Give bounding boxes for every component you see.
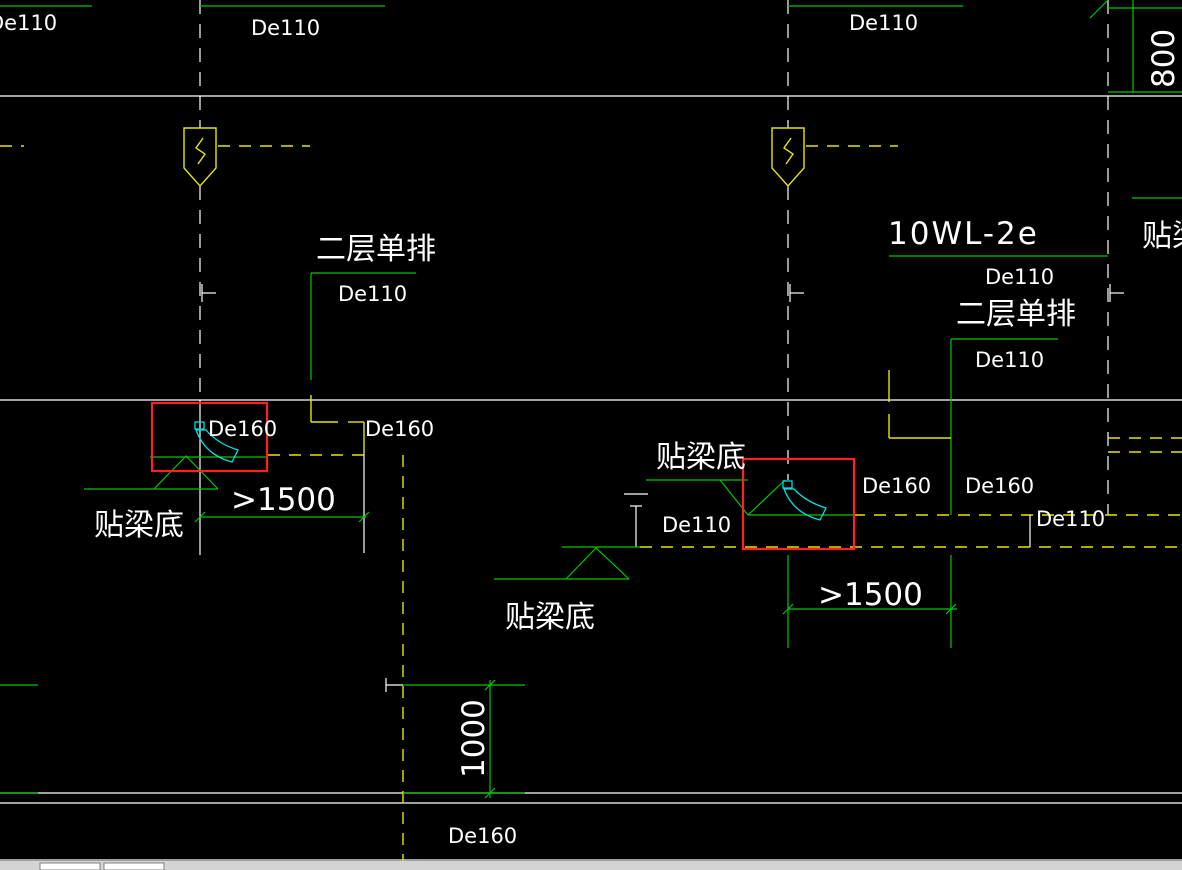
dim-1000: [0, 678, 525, 799]
beam-symbol-mid: [494, 479, 853, 580]
dim-left-1500: [194, 511, 370, 523]
label-de110-mid: De110: [662, 513, 731, 537]
label-dim-gt1500-right: >1500: [818, 577, 923, 613]
highlight-box-left[interactable]: [150, 401, 269, 473]
pipe-vertical-left: [199, 0, 216, 555]
branch-right: [640, 338, 1182, 548]
dim-right-1500: [782, 555, 957, 648]
white-grid-lines: [0, 95, 1182, 861]
label-tieliangdi-mid: 贴梁底: [656, 440, 746, 475]
label-de110-right-branch: De110: [975, 348, 1044, 372]
pipe-vertical-mid: [787, 0, 804, 480]
label-tieliang-right-edge: 贴梁: [1142, 219, 1182, 254]
label-second-floor-left: 二层单排: [316, 232, 436, 267]
label-dim-1000: 1000: [456, 699, 492, 778]
label-de110-right-a: De110: [985, 265, 1054, 289]
label-de160-bottom: De160: [448, 824, 517, 848]
label-de110-top-mid: De110: [251, 16, 320, 40]
label-de110-top-left: De110: [0, 11, 57, 35]
label-de110-left-branch: De110: [338, 282, 407, 306]
branch-left: [268, 272, 416, 870]
label-de160-box-left: De160: [208, 417, 277, 441]
label-de160-mid-a: De160: [862, 474, 931, 498]
label-dim-gt1500-left: >1500: [231, 482, 336, 518]
highlight-box-mid[interactable]: [741, 457, 856, 551]
label-de110-top-right: De110: [849, 11, 918, 35]
label-second-floor-right: 二层单排: [956, 297, 1076, 332]
elbow-fitting-left: [194, 421, 239, 463]
label-de160-left-b: De160: [365, 417, 434, 441]
pipe-vertical-right: [1107, 0, 1124, 515]
green-lines-top: [0, 0, 1182, 257]
layout-tab-strip[interactable]: [0, 861, 1182, 870]
label-code-10wl: 10WL-2e: [888, 216, 1039, 252]
label-de110-right-b: De110: [1036, 507, 1105, 531]
label-de160-mid-b: De160: [965, 474, 1034, 498]
elbow-fitting-mid: [782, 480, 827, 521]
label-tieliangdi-left: 贴梁底: [94, 508, 184, 543]
beam-symbol-left: [84, 455, 268, 490]
label-dim-800: 800: [1146, 29, 1182, 88]
trap-symbol-mid: [771, 127, 898, 188]
trap-symbol-left: [0, 127, 310, 188]
label-tieliangdi-lower: 贴梁底: [505, 600, 595, 635]
